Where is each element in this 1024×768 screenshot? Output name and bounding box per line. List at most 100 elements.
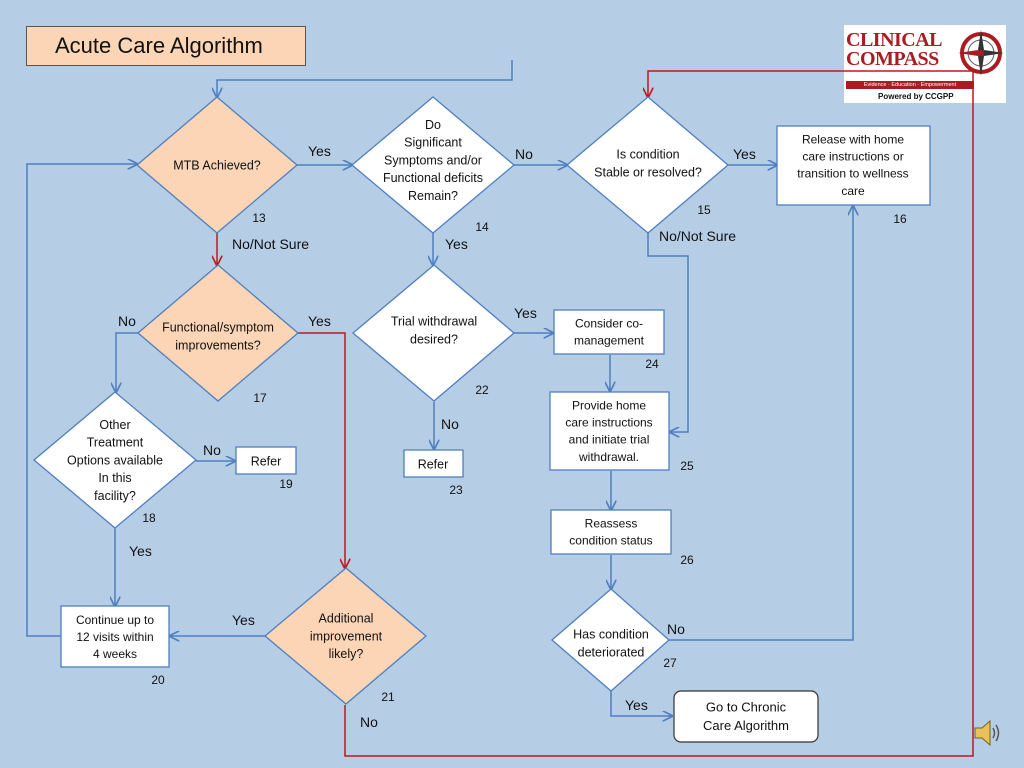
- node-label-line: Options available: [67, 453, 163, 467]
- node-number-23: 23: [449, 483, 463, 497]
- node-label-line: Consider co-: [575, 317, 643, 331]
- edge-label-27-16: No: [667, 621, 685, 637]
- node-label-line: Remain?: [408, 189, 458, 203]
- edge-label-18-20: Yes: [129, 543, 152, 559]
- edge-17-to-21: [298, 332, 345, 568]
- decision-17: Functional/symptom improvements?: [136, 264, 300, 402]
- node-number-26: 26: [680, 553, 694, 567]
- node-label-line: likely?: [329, 647, 364, 661]
- node-label-line: and initiate trial: [569, 433, 650, 447]
- edge-label-13-14: Yes: [308, 143, 331, 159]
- node-label-line: facility?: [94, 489, 136, 503]
- node-label-line: Reassess: [585, 517, 638, 531]
- process-23-text: Refer: [418, 457, 449, 471]
- node-label-line: care: [841, 184, 865, 198]
- node-label-line: Additional: [319, 612, 374, 626]
- node-label-line: Release with home: [802, 133, 904, 147]
- node-number-19: 19: [279, 477, 293, 491]
- node-label-line: improvements?: [175, 338, 260, 352]
- node-label-line: Continue up to: [76, 613, 154, 627]
- node-label-line: Functional deficits: [383, 171, 483, 185]
- logo-name: CLINICAL COMPASS: [846, 29, 943, 70]
- node-label-line: condition status: [569, 534, 652, 548]
- edge-27-to-16: [669, 206, 853, 641]
- node-number-24: 24: [645, 357, 659, 371]
- process-24: Consider co-management: [553, 309, 665, 355]
- node-label-line: Functional/symptom: [162, 321, 274, 335]
- decision-13-text: MTB Achieved?: [173, 158, 261, 172]
- page-title: Acute Care Algorithm: [26, 26, 306, 66]
- node-number-22: 22: [475, 383, 489, 397]
- edge-label-15-25: No/Not Sure: [659, 228, 736, 244]
- edge-27-to-chronic: [610, 690, 672, 716]
- edge-17-to-18: [116, 332, 138, 392]
- decision-27: Has condition deteriorated: [551, 588, 670, 692]
- node-label-line: Refer: [251, 454, 282, 468]
- speaker-icon[interactable]: [972, 716, 1002, 750]
- node-label-line: deteriorated: [578, 645, 645, 659]
- node-label-line: care instructions: [565, 416, 652, 430]
- node-label-line: management: [574, 334, 645, 348]
- node-label-line: Other: [99, 418, 130, 432]
- node-label-line: Provide home: [572, 399, 646, 413]
- edge-label-22-24: Yes: [514, 305, 537, 321]
- node-label-line: Treatment: [87, 436, 144, 450]
- node-label-line: improvement: [310, 629, 383, 643]
- node-label-line: Stable or resolved?: [594, 165, 702, 179]
- edge-label-13-17: No/Not Sure: [232, 236, 309, 252]
- node-label-line: care instructions or: [802, 150, 903, 164]
- node-numbers: 13 14 15 16 17 18 19 20 21 22 23 24 25 2…: [142, 203, 907, 704]
- node-label-line: Significant: [404, 136, 462, 150]
- node-number-18: 18: [142, 511, 156, 525]
- edge-label-15-16: Yes: [733, 146, 756, 162]
- node-label-line: Is condition: [616, 148, 679, 162]
- node-label-line: Trial withdrawal: [391, 315, 477, 329]
- compass-icon: [958, 30, 1004, 76]
- process-24-text: Consider co-management: [574, 317, 645, 348]
- process-25: Provide home care instructions and initiat…: [549, 391, 670, 471]
- edge-start-to-13: [217, 60, 513, 97]
- decision-13: MTB Achieved?: [135, 96, 299, 234]
- node-number-13: 13: [252, 211, 266, 225]
- decision-17-text: Functional/symptom improvements?: [162, 321, 274, 353]
- node-label-line: Go to Chronic: [706, 699, 787, 714]
- decision-22: Trial withdrawal desired?: [351, 264, 516, 402]
- edge-labels: Yes No/Not Sure No Yes Yes No/Not Sure N…: [118, 143, 756, 730]
- node-number-21: 21: [381, 690, 395, 704]
- edge-label-27-chronic: Yes: [625, 697, 648, 713]
- logo-powered-by: Powered by CCGPP: [878, 92, 954, 101]
- edge-label-14-15: No: [515, 146, 533, 162]
- node-number-20: 20: [151, 673, 165, 687]
- node-label-line: withdrawal.: [578, 450, 639, 464]
- process-19-text: Refer: [251, 454, 282, 468]
- node-number-14: 14: [475, 220, 489, 234]
- node-label-line: Refer: [418, 457, 449, 471]
- node-label-line: MTB Achieved?: [173, 158, 261, 172]
- clinical-compass-logo: CLINICAL COMPASS Evidence · Education · …: [844, 25, 1006, 103]
- node-number-15: 15: [697, 203, 711, 217]
- edge-label-14-22: Yes: [445, 236, 468, 252]
- process-19: Refer: [235, 446, 297, 475]
- node-label-line: Has condition: [573, 628, 649, 642]
- node-label-line: 4 weeks: [93, 647, 137, 661]
- edge-label-21-no: No: [360, 714, 378, 730]
- edge-label-18-19: No: [203, 442, 221, 458]
- edge-20-loop-to-13: [26, 164, 137, 637]
- node-number-17: 17: [253, 391, 267, 405]
- node-label-line: In this: [98, 471, 131, 485]
- decision-21: Additional improvement likely?: [263, 567, 428, 705]
- decision-27-text: Has condition deteriorated: [573, 628, 649, 660]
- node-label-line: desired?: [410, 332, 458, 346]
- edge-21-no-to-15: [344, 70, 974, 757]
